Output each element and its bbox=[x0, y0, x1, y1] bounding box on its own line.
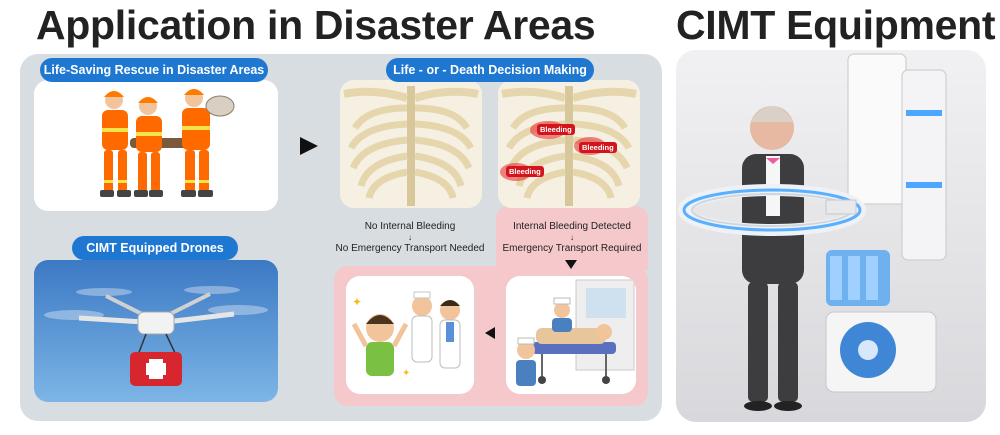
caption-no-transport: No Emergency Transport Needed bbox=[335, 243, 485, 254]
skeleton-normal-illustration bbox=[340, 80, 482, 208]
drone-illustration bbox=[44, 286, 268, 386]
arrow-right-icon bbox=[300, 137, 318, 155]
caption-bleeding-detected: Internal Bleeding Detected bbox=[513, 221, 631, 232]
skeleton-card-normal bbox=[340, 80, 482, 208]
recovery-card: ✦ ✦ bbox=[346, 276, 474, 394]
arrow-left-icon bbox=[485, 327, 495, 339]
bleeding-tag: Bleeding bbox=[579, 142, 617, 153]
ambulance-card bbox=[506, 276, 636, 394]
bleeding-tag: Bleeding bbox=[537, 124, 575, 135]
cimt-machine-illustration bbox=[676, 50, 986, 422]
bleeding-tag: Bleeding bbox=[506, 166, 544, 177]
rescue-label: Life-Saving Rescue in Disaster Areas bbox=[40, 58, 268, 82]
rescue-card bbox=[34, 80, 278, 211]
equipment-panel bbox=[676, 50, 986, 422]
svg-text:✦: ✦ bbox=[402, 368, 410, 379]
arrow-down-icon bbox=[565, 260, 577, 269]
svg-text:✦: ✦ bbox=[352, 295, 362, 309]
caption-arrow: ↓ bbox=[408, 233, 412, 242]
drone-card bbox=[34, 260, 278, 402]
page-title-right: CIMT Equipment bbox=[676, 2, 996, 48]
caption-no-bleeding: No Internal Bleeding bbox=[364, 221, 456, 232]
caption-normal: No Internal Bleeding ↓ No Emergency Tran… bbox=[330, 220, 490, 255]
skeleton-bleeding-illustration bbox=[498, 80, 640, 208]
decision-label: Life - or - Death Decision Making bbox=[386, 58, 594, 82]
caption-arrow: ↓ bbox=[570, 233, 574, 242]
pink-zone-top bbox=[496, 206, 648, 270]
emergency-transport-illustration bbox=[516, 279, 635, 386]
recovered-patient-illustration: ✦ ✦ bbox=[351, 291, 461, 379]
page-title-left: Application in Disaster Areas bbox=[36, 2, 596, 48]
rescue-workers-illustration bbox=[100, 89, 235, 197]
caption-transport-required: Emergency Transport Required bbox=[502, 243, 642, 254]
skeleton-card-bleeding bbox=[498, 80, 640, 208]
caption-bleeding: Internal Bleeding Detected ↓ Emergency T… bbox=[494, 220, 650, 255]
drones-label: CIMT Equipped Drones bbox=[72, 236, 238, 260]
